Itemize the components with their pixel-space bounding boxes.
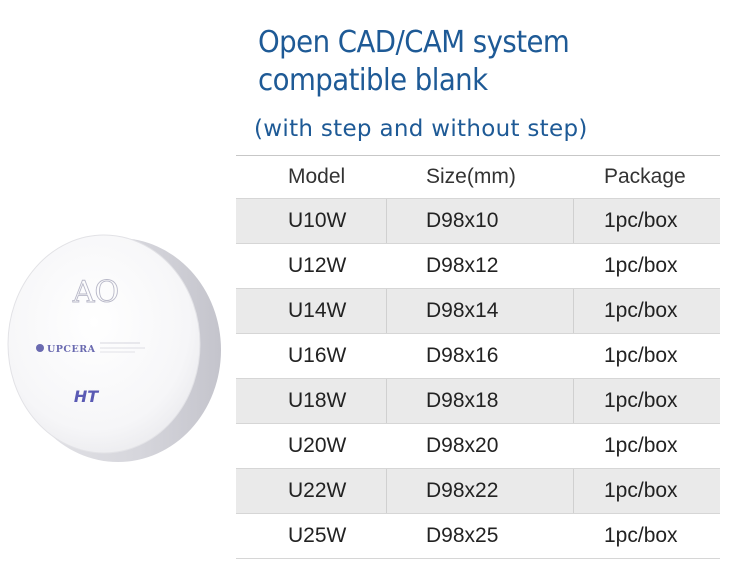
grade-label: HT bbox=[74, 387, 99, 406]
size-cell: D98x25 bbox=[426, 524, 499, 547]
brand-label: UPCERA bbox=[36, 342, 145, 355]
package-cell: 1pc/box bbox=[604, 389, 678, 412]
model-cell: U20W bbox=[288, 434, 347, 457]
table-row: U20W D98x20 1pc/box bbox=[236, 424, 720, 469]
table-row: U10W D98x10 1pc/box bbox=[236, 199, 720, 244]
table-row: U25W D98x25 1pc/box bbox=[236, 514, 720, 559]
package-cell: 1pc/box bbox=[604, 344, 678, 367]
size-cell: D98x22 bbox=[426, 479, 499, 502]
logo-mark-icon: AO bbox=[71, 275, 119, 311]
size-cell: D98x12 bbox=[426, 254, 499, 277]
brand-icon bbox=[36, 344, 44, 352]
header-model: Model bbox=[288, 165, 346, 188]
package-cell: 1pc/box bbox=[604, 434, 678, 457]
package-cell: 1pc/box bbox=[604, 209, 678, 232]
page-title: Open CAD/CAM system compatible blank bbox=[258, 24, 690, 100]
title-line-1: Open CAD/CAM system bbox=[258, 25, 570, 60]
title-line-2: compatible blank bbox=[258, 63, 488, 98]
model-cell: U16W bbox=[288, 344, 347, 367]
model-size-table: Model Size(mm) Package U10W D98x10 1pc/b… bbox=[236, 155, 720, 559]
disc-face bbox=[7, 234, 201, 454]
model-cell: U10W bbox=[288, 209, 347, 232]
size-cell: D98x20 bbox=[426, 434, 499, 457]
page-subtitle: (with step and without step) bbox=[254, 116, 588, 142]
package-cell: 1pc/box bbox=[604, 524, 678, 547]
model-cell: U14W bbox=[288, 299, 347, 322]
size-cell: D98x18 bbox=[426, 389, 499, 412]
size-cell: D98x10 bbox=[426, 209, 499, 232]
package-cell: 1pc/box bbox=[604, 479, 678, 502]
header-package: Package bbox=[604, 165, 686, 188]
table-row: U12W D98x12 1pc/box bbox=[236, 244, 720, 289]
header-size: Size(mm) bbox=[426, 165, 516, 188]
table-row: U16W D98x16 1pc/box bbox=[236, 334, 720, 379]
package-cell: 1pc/box bbox=[604, 299, 678, 322]
size-cell: D98x14 bbox=[426, 299, 499, 322]
table-row: U18W D98x18 1pc/box bbox=[236, 379, 720, 424]
table-row: U22W D98x22 1pc/box bbox=[236, 469, 720, 514]
size-cell: D98x16 bbox=[426, 344, 499, 367]
svg-text:AO: AO bbox=[72, 275, 119, 310]
model-cell: U12W bbox=[288, 254, 347, 277]
package-cell: 1pc/box bbox=[604, 254, 678, 277]
table-row: U14W D98x14 1pc/box bbox=[236, 289, 720, 334]
zirconia-blank-disc-image: AO UPCERA HT bbox=[7, 234, 221, 462]
model-cell: U22W bbox=[288, 479, 347, 502]
svg-text:UPCERA: UPCERA bbox=[47, 344, 96, 355]
table-header-row: Model Size(mm) Package bbox=[236, 156, 720, 199]
model-cell: U25W bbox=[288, 524, 347, 547]
model-cell: U18W bbox=[288, 389, 347, 412]
